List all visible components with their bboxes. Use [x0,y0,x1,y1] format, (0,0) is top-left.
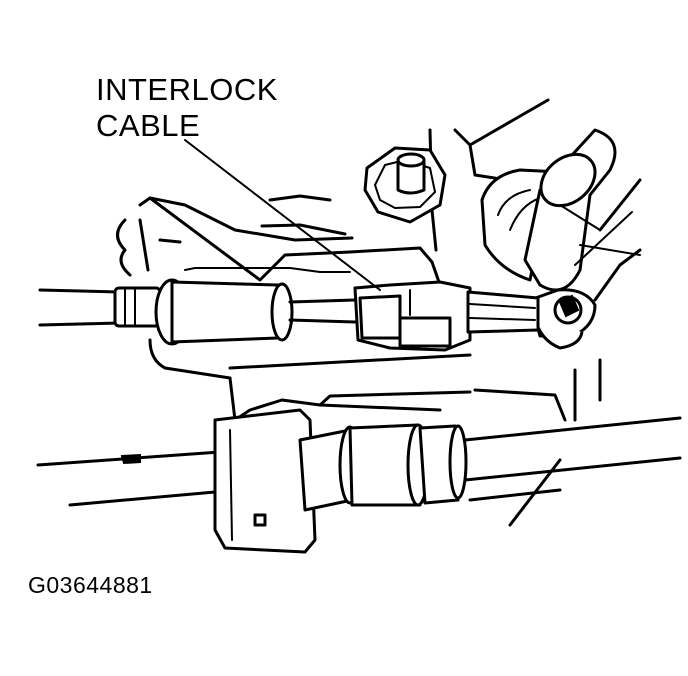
callout-line-1: INTERLOCK [96,72,278,107]
shift-lever [480,128,642,302]
callout-leader-line [184,139,381,291]
mounting-nut [363,146,447,224]
selector-cable [36,408,682,554]
left-housing [116,218,472,380]
interlock-cable [38,278,357,346]
interlock-cable-label: INTERLOCK CABLE [96,72,278,144]
figure-id: G03644881 [28,572,153,598]
cable-end-clevis [528,288,597,350]
lower-bracket [228,358,602,422]
interlock-connector [353,280,540,352]
callout-line-2: CABLE [96,108,201,143]
